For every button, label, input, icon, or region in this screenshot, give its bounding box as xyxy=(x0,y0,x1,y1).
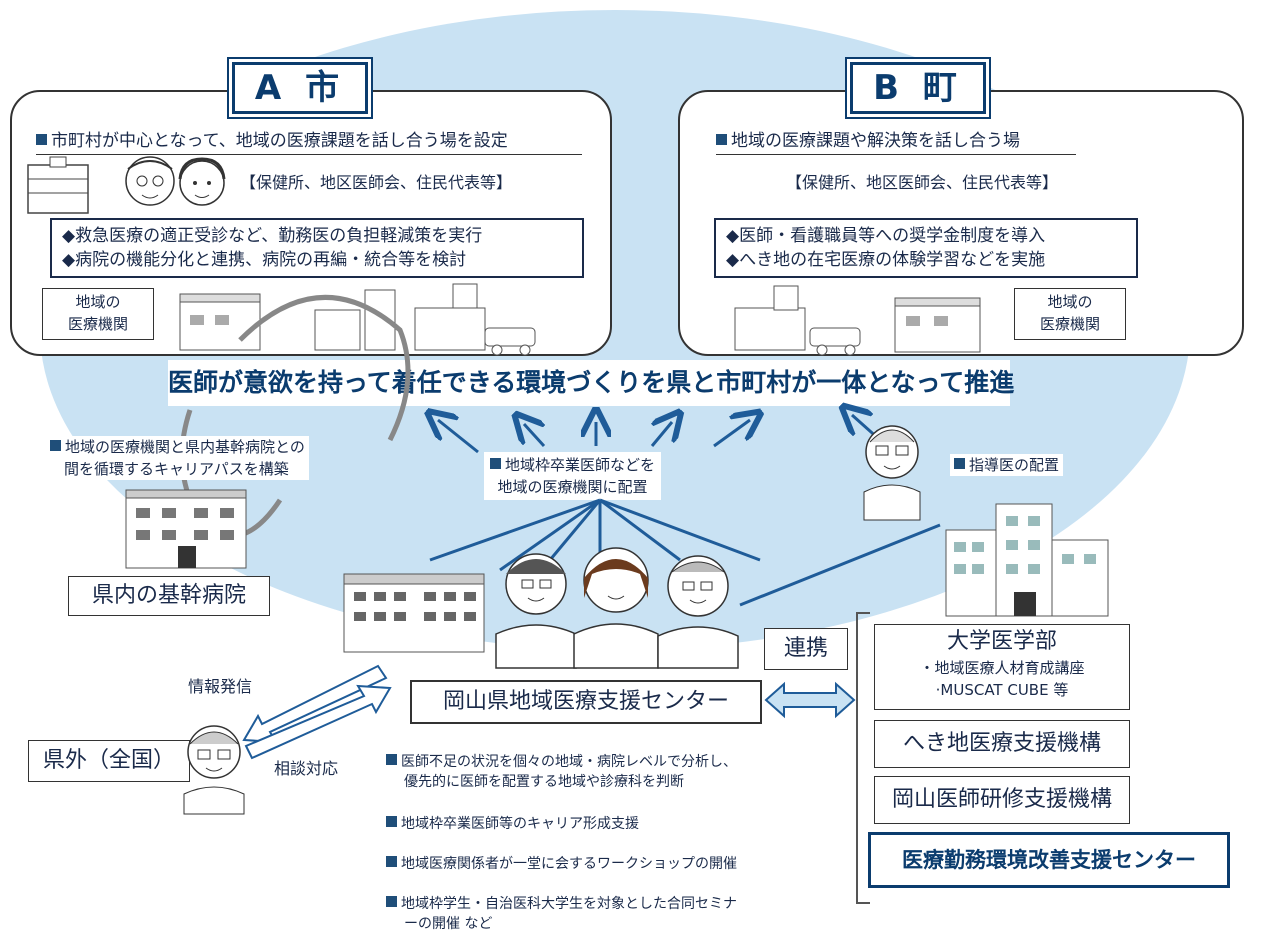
city-a-action-2: ◆病院の機能分化と連携、病院の再編・統合等を検討 xyxy=(62,250,467,270)
org-bracket xyxy=(856,612,870,904)
career-path-caption: 地域の医療機関と県内基幹病院との 間を循環するキャリアパスを構築 xyxy=(46,436,309,480)
org-university-line-2: ·MUSCAT CUBE 等 xyxy=(935,681,1069,699)
town-b-action-2: ◆へき地の在宅医療の体験学習などを実施 xyxy=(726,250,1046,270)
center-task-4: 地域枠学生・自治医科大学生を対象とした合同セミナ ーの開催 など xyxy=(386,894,737,934)
org-university-title: 大学医学部 xyxy=(946,629,1057,654)
square-bullet-icon xyxy=(386,754,397,765)
org-university-line-1: ・地域医療人材育成講座 xyxy=(919,659,1085,677)
city-a-title: A 市 xyxy=(232,62,368,114)
university-hospital-building-icon xyxy=(945,503,1109,617)
info-send-label: 情報発信 xyxy=(188,677,253,696)
city-a-buildings-illustration xyxy=(179,283,536,356)
main-banner: 医師が意欲を持って着任できる環境づくりを県と市町村が一体となって推進 xyxy=(168,360,1014,406)
square-bullet-icon xyxy=(386,816,397,827)
core-hospital-building-icon xyxy=(125,489,247,569)
square-bullet-icon xyxy=(50,440,61,451)
town-b-actions: ◆医師・看護職員等への奨学金制度を導入 ◆へき地の在宅医療の体験学習などを実施 xyxy=(714,218,1138,278)
square-bullet-icon xyxy=(386,856,397,867)
city-a-members: 【保健所、地区医師会、住民代表等】 xyxy=(240,173,513,192)
org-remote-support: へき地医療支援機構 xyxy=(874,720,1130,768)
square-bullet-icon xyxy=(36,134,47,145)
org-training-support: 岡山医師研修支援機構 xyxy=(874,776,1130,824)
town-b-local-medical-label: 地域の 医療機関 xyxy=(1014,288,1126,340)
mentor-caption: 指導医の配置 xyxy=(950,454,1064,476)
center-task-3: 地域医療関係者が一堂に会するワークショップの開催 xyxy=(386,854,737,874)
org-work-environment-center: 医療勤務環境改善支援センター xyxy=(868,832,1230,888)
cooperation-label: 連携 xyxy=(764,628,848,670)
center-label: 岡山県地域医療支援センター xyxy=(410,680,762,724)
mentor-doctor-icon xyxy=(863,425,921,521)
outside-doctor-icon xyxy=(183,725,245,815)
assign-caption: 地域枠卒業医師などを 地域の医療機関に配置 xyxy=(484,452,662,500)
center-task-1: 医師不足の状況を個々の地域・病院レベルで分析し、 優先的に医師を配置する地域や診… xyxy=(386,752,737,792)
city-a-local-medical-label: 地域の 医療機関 xyxy=(42,288,154,340)
square-bullet-icon xyxy=(490,458,501,469)
city-a-action-1: ◆救急医療の適正受診など、勤務医の負担軽減策を実行 xyxy=(62,226,483,246)
three-doctors-icon xyxy=(495,547,739,669)
square-bullet-icon xyxy=(954,458,965,469)
square-bullet-icon xyxy=(716,134,727,145)
town-b-action-1: ◆医師・看護職員等への奨学金制度を導入 xyxy=(726,226,1046,246)
core-hospital-label: 県内の基幹病院 xyxy=(68,576,270,616)
consult-label: 相談対応 xyxy=(274,759,339,778)
cooperation-double-arrow-icon xyxy=(764,681,856,719)
square-bullet-icon xyxy=(386,896,397,907)
org-university: 大学医学部 ・地域医療人材育成講座 ·MUSCAT CUBE 等 xyxy=(874,624,1130,710)
outside-label: 県外（全国） xyxy=(28,740,190,782)
hospital-elderly-illustration xyxy=(27,156,226,214)
city-a-actions: ◆救急医療の適正受診など、勤務医の負担軽減策を実行 ◆病院の機能分化と連携、病院… xyxy=(50,218,584,278)
city-a-heading: 市町村が中心となって、地域の医療課題を話し合う場を設定 xyxy=(36,126,582,155)
town-b-title: B 町 xyxy=(850,62,986,114)
town-b-members: 【保健所、地区医師会、住民代表等】 xyxy=(786,173,1059,192)
town-b-heading: 地域の医療課題や解決策を話し合う場 xyxy=(716,126,1076,155)
center-building-icon xyxy=(343,573,485,653)
center-task-2: 地域枠卒業医師等のキャリア形成支援 xyxy=(386,814,639,834)
info-consult-arrows xyxy=(242,664,392,760)
town-b-buildings-illustration xyxy=(734,285,981,356)
